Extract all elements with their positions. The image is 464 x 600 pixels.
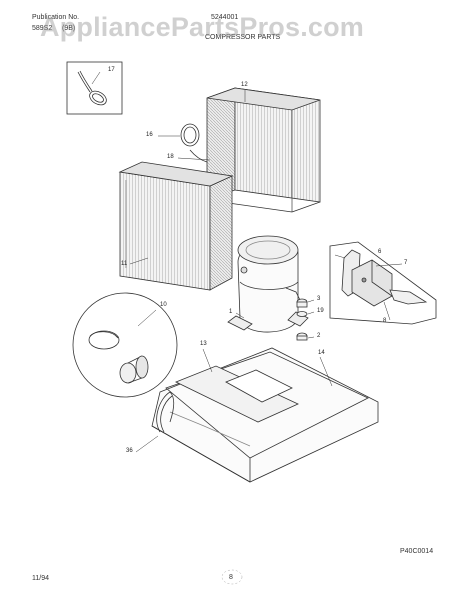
part-11-coil xyxy=(118,161,234,291)
publication-number: 5244001 xyxy=(211,14,239,21)
leader-lines xyxy=(91,71,403,453)
model-code-suffix: (9B) xyxy=(62,25,76,32)
figure-code: P40C0014 xyxy=(400,548,434,555)
model-code: 589S2 xyxy=(32,25,53,32)
part-12-coil xyxy=(206,87,321,213)
callout-18: 18 xyxy=(167,154,174,160)
part-16-tube xyxy=(180,123,208,163)
callout-10: 10 xyxy=(160,302,167,308)
footer-date: 11/94 xyxy=(32,575,49,582)
page-number-circle xyxy=(221,569,243,585)
part-10-inset xyxy=(72,292,178,398)
parts-13-14-base-pan xyxy=(151,347,379,483)
section-title: COMPRESSOR PARTS xyxy=(205,34,281,41)
callout-36: 36 xyxy=(126,448,133,454)
parts-6-7-8-inset xyxy=(329,241,437,325)
callout-1: 1 xyxy=(229,309,233,315)
callout-17: 17 xyxy=(108,67,115,73)
publication-label: Publication No. xyxy=(32,14,80,21)
part-1-compressor xyxy=(227,235,309,333)
callout-11: 11 xyxy=(121,261,128,267)
callout-19: 19 xyxy=(317,308,324,314)
callout-3: 3 xyxy=(317,296,321,302)
page-number: 8 xyxy=(229,574,233,581)
watermark: AppliancePartsPros.com xyxy=(40,12,365,42)
parts-grommets xyxy=(296,298,308,341)
part-36-hose xyxy=(156,391,175,433)
part-17-inset xyxy=(66,61,123,115)
callout-16: 16 xyxy=(146,132,153,138)
callout-14: 14 xyxy=(318,350,325,356)
callout-13: 13 xyxy=(200,341,207,347)
callout-12: 12 xyxy=(241,82,248,88)
callout-6: 6 xyxy=(378,249,382,255)
callout-7: 7 xyxy=(404,260,408,266)
callout-2: 2 xyxy=(317,333,321,339)
callout-8: 8 xyxy=(383,318,387,324)
